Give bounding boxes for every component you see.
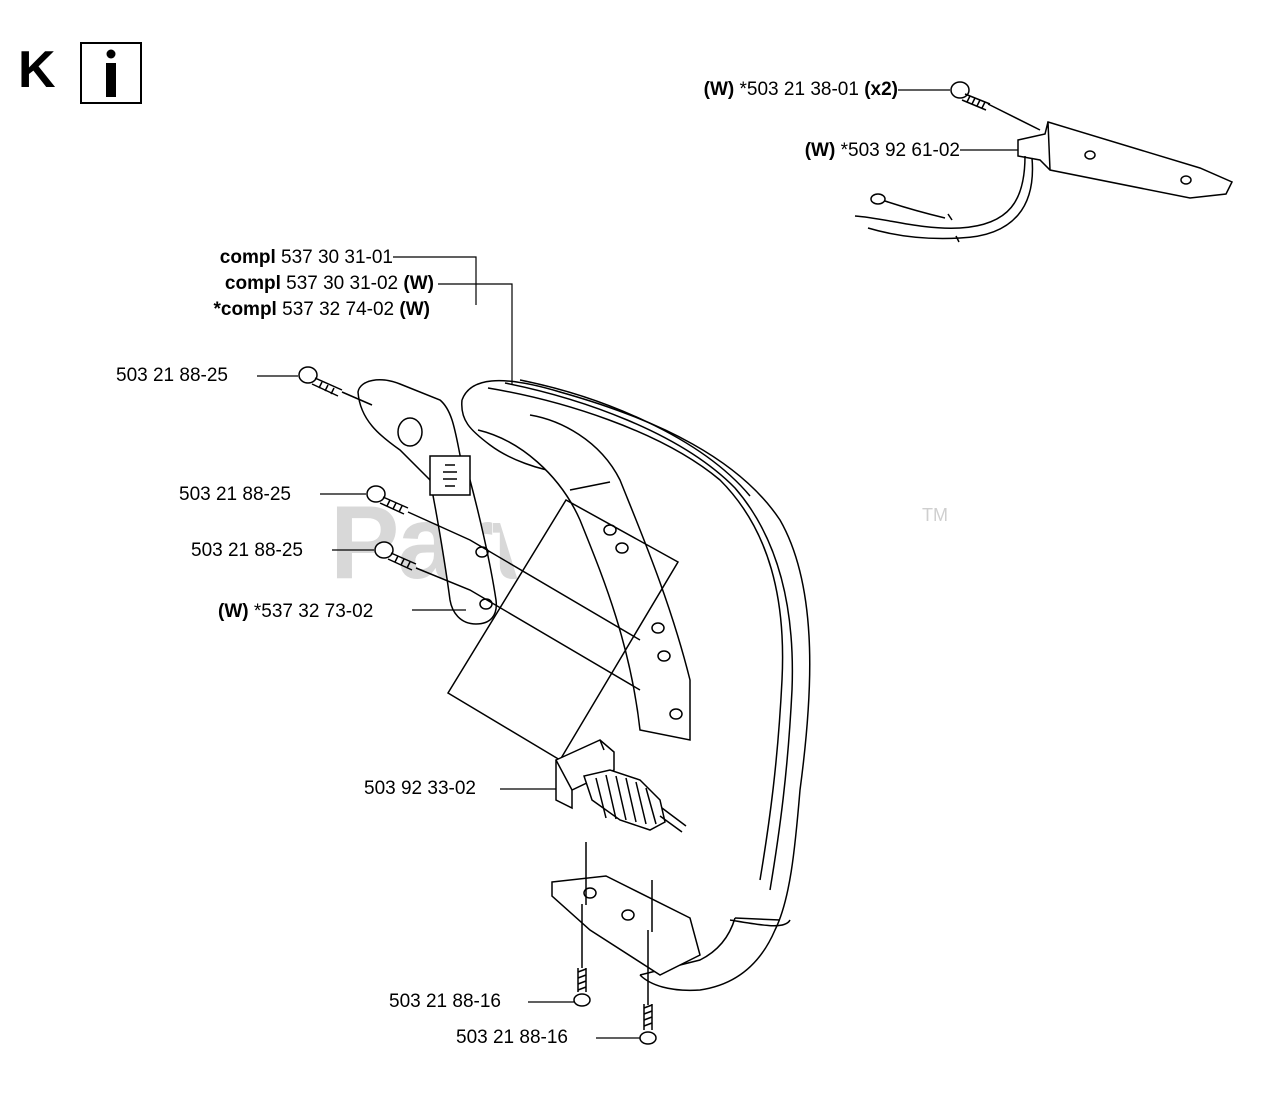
label-plate: (W) *537 32 73-02 bbox=[218, 601, 374, 622]
left-plate bbox=[357, 379, 498, 625]
top-screw bbox=[950, 81, 1041, 131]
trademark-mark: TM bbox=[922, 505, 948, 525]
label-screw-b: 503 21 88-25 bbox=[179, 484, 291, 505]
label-screw-a: 503 21 88-25 bbox=[116, 365, 228, 386]
top-bracket-assembly bbox=[854, 121, 1234, 243]
bottom-bracket bbox=[551, 842, 701, 1005]
screw-bottom-2 bbox=[639, 1004, 657, 1045]
screw-bottom-1 bbox=[573, 968, 591, 1007]
screw-lower-left bbox=[374, 541, 641, 691]
label-top-screw: (W) *503 21 38-01 (x2) bbox=[703, 79, 898, 100]
section-letter: K bbox=[18, 41, 56, 99]
leader-lines bbox=[257, 89, 1018, 1039]
info-icon bbox=[80, 42, 142, 104]
label-spring: 503 92 33-02 bbox=[364, 778, 476, 799]
label-compl-3: *compl 537 32 74-02 (W) bbox=[213, 299, 430, 320]
label-compl-2: compl 537 30 31-02 (W) bbox=[224, 273, 434, 294]
label-screw-e: 503 21 88-16 bbox=[456, 1027, 568, 1048]
assembly-outline bbox=[446, 498, 680, 762]
label-screw-c: 503 21 88-25 bbox=[191, 540, 303, 561]
handle-arm bbox=[477, 414, 691, 741]
screw-upper-left bbox=[298, 366, 373, 406]
label-top-bracket: (W) *503 92 61-02 bbox=[804, 140, 960, 161]
label-screw-d: 503 21 88-16 bbox=[389, 991, 501, 1012]
screw-middle-left bbox=[366, 485, 641, 641]
label-compl-1: compl 537 30 31-01 bbox=[219, 247, 393, 268]
spring-assembly bbox=[554, 739, 687, 833]
